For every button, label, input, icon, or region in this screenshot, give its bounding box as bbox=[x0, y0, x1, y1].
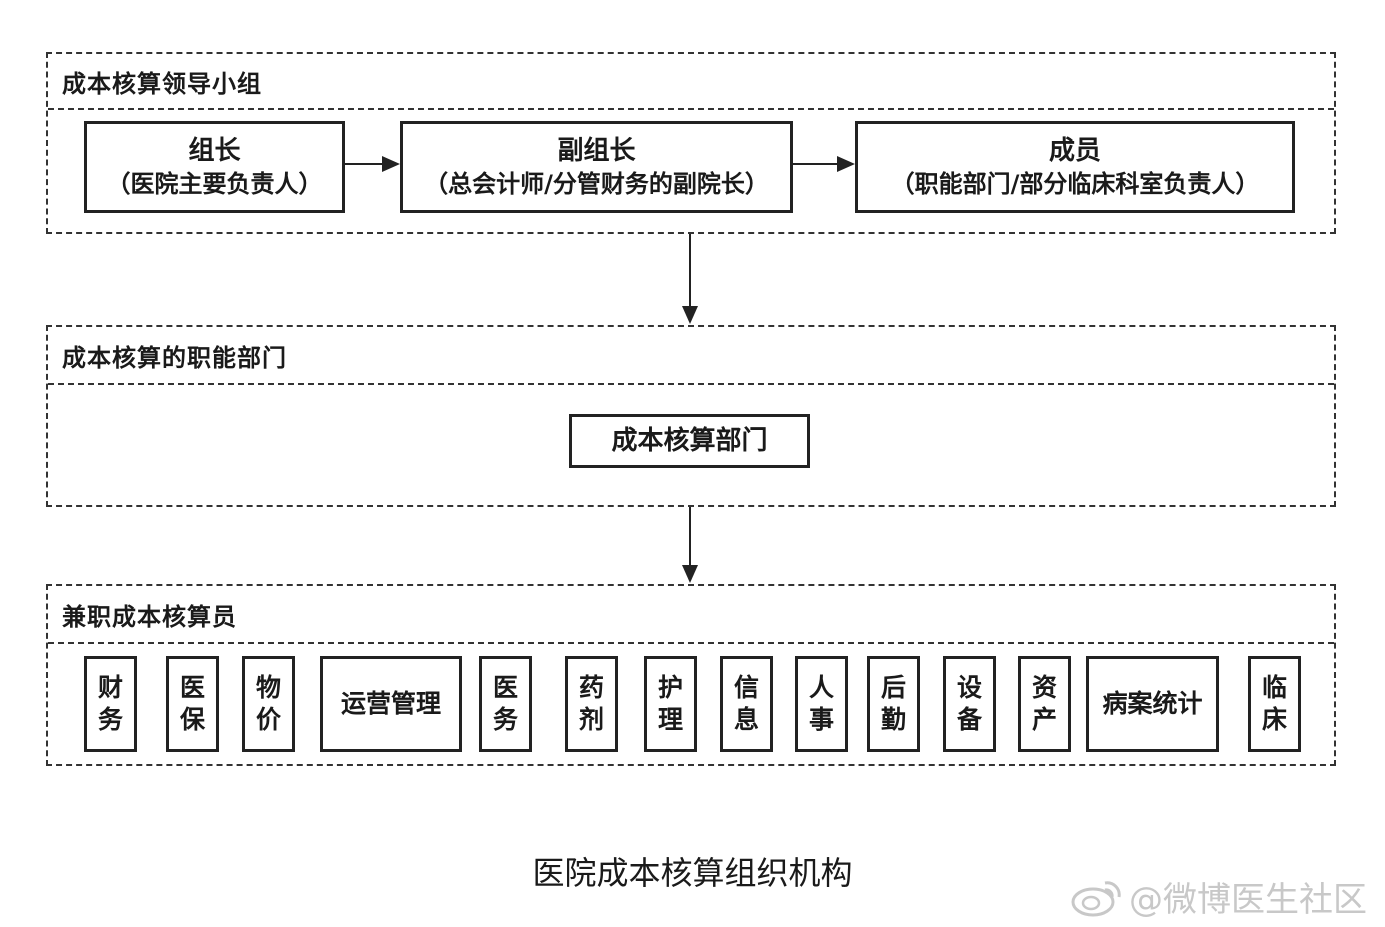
members-title: 成员 bbox=[1048, 136, 1101, 166]
unit-box: 人事 bbox=[795, 656, 848, 752]
unit-label: 医保 bbox=[179, 673, 205, 734]
unit-label: 后勤 bbox=[880, 673, 906, 734]
unit-box: 财务 bbox=[84, 656, 137, 752]
unit-label: 设备 bbox=[956, 673, 982, 734]
functional-group-title: 成本核算的职能部门 bbox=[62, 344, 287, 372]
arrow-leadership-to-functional-head bbox=[682, 306, 698, 324]
unit-label: 病案统计 bbox=[1102, 689, 1203, 718]
cost-accounting-department-box: 成本核算部门 bbox=[569, 414, 810, 468]
unit-label: 财务 bbox=[97, 673, 123, 734]
unit-box: 信息 bbox=[720, 656, 773, 752]
arrow-leadership-to-functional-line bbox=[689, 234, 691, 308]
unit-box: 后勤 bbox=[867, 656, 920, 752]
members-desc: （职能部门/部分临床科室负责人） bbox=[890, 170, 1260, 198]
unit-box: 药剂 bbox=[565, 656, 618, 752]
unit-label: 物价 bbox=[255, 673, 281, 734]
unit-label: 药剂 bbox=[578, 673, 604, 734]
unit-box: 病案统计 bbox=[1086, 656, 1219, 752]
arrow-functional-to-parttime-head bbox=[682, 565, 698, 583]
unit-label: 运营管理 bbox=[340, 689, 441, 718]
unit-label: 资产 bbox=[1031, 673, 1057, 734]
unit-box: 资产 bbox=[1018, 656, 1071, 752]
unit-box: 设备 bbox=[943, 656, 996, 752]
arrow-leader-to-deputy-line bbox=[345, 163, 383, 165]
deputy-leader-desc: （总会计师/分管财务的副院长） bbox=[424, 170, 769, 198]
arrow-functional-to-parttime-line bbox=[689, 507, 691, 567]
parttime-group-header: 兼职成本核算员 bbox=[48, 586, 1334, 644]
weibo-logo-icon bbox=[1071, 877, 1123, 926]
leadership-group: 成本核算领导小组 bbox=[46, 52, 1336, 234]
leader-title: 组长 bbox=[188, 136, 241, 166]
unit-label: 护理 bbox=[657, 673, 683, 734]
unit-box: 物价 bbox=[242, 656, 295, 752]
parttime-group: 兼职成本核算员 bbox=[46, 584, 1336, 766]
unit-box: 护理 bbox=[644, 656, 697, 752]
unit-label: 人事 bbox=[808, 673, 834, 734]
functional-group: 成本核算的职能部门 bbox=[46, 325, 1336, 507]
unit-label: 临床 bbox=[1261, 673, 1287, 734]
leadership-group-header: 成本核算领导小组 bbox=[48, 54, 1334, 110]
figure-caption: 医院成本核算组织机构 bbox=[532, 854, 853, 892]
unit-box: 运营管理 bbox=[320, 656, 462, 752]
arrow-leader-to-deputy-head bbox=[382, 156, 400, 172]
deputy-leader-box: 副组长 （总会计师/分管财务的副院长） bbox=[400, 121, 793, 213]
unit-label: 医务 bbox=[492, 673, 518, 734]
leader-desc: （医院主要负责人） bbox=[106, 170, 323, 198]
deputy-leader-title: 副组长 bbox=[557, 136, 636, 166]
unit-box: 临床 bbox=[1248, 656, 1301, 752]
unit-box: 医务 bbox=[479, 656, 532, 752]
arrow-deputy-to-members-head bbox=[837, 156, 855, 172]
parttime-group-title: 兼职成本核算员 bbox=[62, 603, 237, 631]
watermark-text: @微博医生社区 bbox=[1129, 880, 1367, 920]
unit-box: 医保 bbox=[166, 656, 219, 752]
leadership-group-title: 成本核算领导小组 bbox=[62, 70, 262, 98]
watermark: @微博医生社区 bbox=[1071, 872, 1367, 926]
cost-accounting-department-label: 成本核算部门 bbox=[611, 426, 768, 456]
arrow-deputy-to-members-line bbox=[793, 163, 838, 165]
functional-group-header: 成本核算的职能部门 bbox=[48, 327, 1334, 385]
members-box: 成员 （职能部门/部分临床科室负责人） bbox=[855, 121, 1295, 213]
leader-box: 组长 （医院主要负责人） bbox=[84, 121, 345, 213]
unit-label: 信息 bbox=[733, 673, 759, 734]
